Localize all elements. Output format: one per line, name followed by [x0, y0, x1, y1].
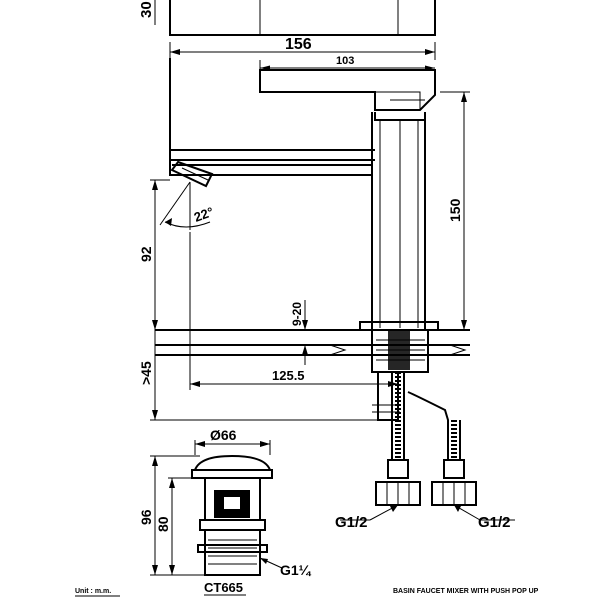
- popup-model-label: CT665: [204, 580, 243, 595]
- top-partial-dim: 30: [138, 1, 155, 18]
- reach-label: 125.5: [272, 368, 305, 383]
- dim-min-clearance: >45: [138, 330, 378, 421]
- footer: Unit : m.m. BASIN FAUCET MIXER WITH PUSH…: [75, 588, 539, 597]
- spout-angle-label: 22°: [192, 204, 216, 225]
- faucet-body: [169, 58, 439, 331]
- dim-reach: 125.5: [189, 232, 398, 390]
- dim-body-height: 150: [440, 91, 470, 331]
- popup-diameter-label: Ø66: [210, 427, 237, 443]
- drawing-caption: BASIN FAUCET MIXER WITH PUSH POP UP: [393, 588, 539, 595]
- counter-thickness-label: 9-20: [290, 302, 304, 326]
- dim-counter-thickness: 9-20: [290, 300, 308, 365]
- popup-body-height-label: 80: [155, 516, 171, 532]
- spout-width-label: 103: [336, 55, 354, 67]
- overall-width-label: 156: [285, 36, 312, 53]
- countertop: [155, 329, 470, 421]
- body-height-label: 150: [447, 198, 463, 222]
- inlet-left-label: G1/2: [335, 514, 368, 531]
- spout-height-label: 92: [138, 246, 154, 262]
- top-partial-view: 30: [138, 0, 436, 36]
- dim-spout-height: 92: [138, 179, 170, 330]
- popup-waste: Ø66 96 80 G1¼ CT665: [138, 427, 312, 596]
- dim-overall-width: 156: [169, 36, 436, 60]
- popup-height-label: 96: [138, 509, 154, 525]
- min-clearance-label: >45: [138, 361, 154, 385]
- supply-hoses: G1/2 G1/2: [335, 372, 515, 531]
- inlet-right-label: G1/2: [478, 514, 511, 531]
- dim-spout-width: 103: [259, 55, 435, 75]
- dim-spout-angle: 22°: [159, 181, 216, 230]
- unit-label: Unit : m.m.: [75, 588, 111, 595]
- popup-thread-label: G1¼: [280, 562, 312, 578]
